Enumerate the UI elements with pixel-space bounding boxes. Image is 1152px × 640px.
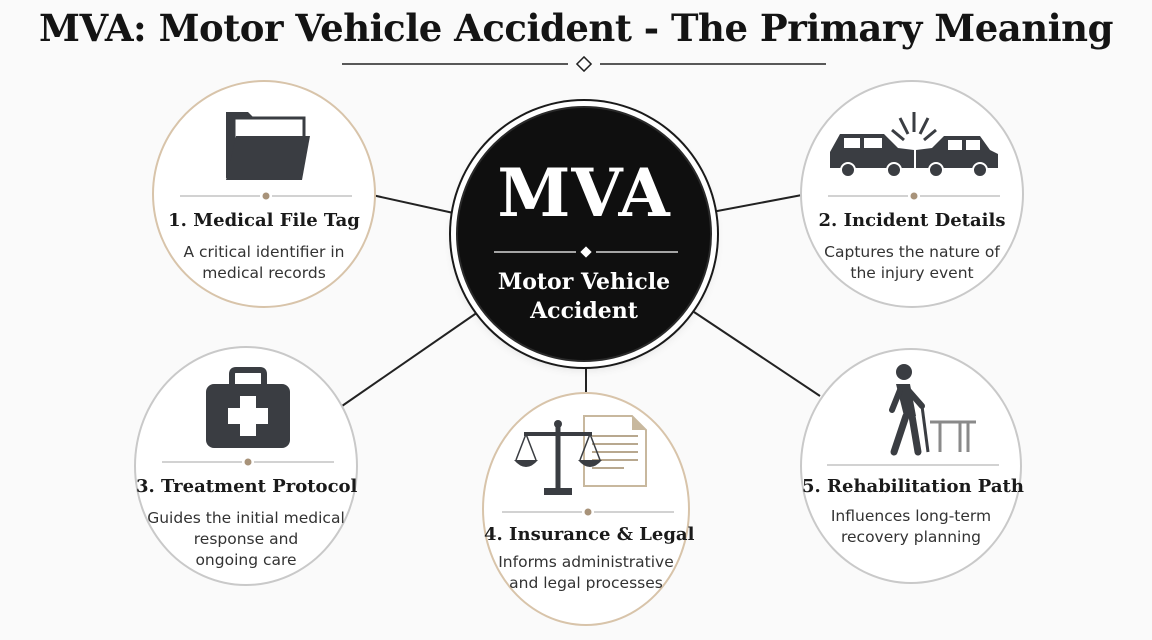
- first-aid-kit-icon: [206, 367, 290, 448]
- node-description: Captures the nature of the injury event: [824, 243, 1000, 282]
- node-medical-file-tag: 1. Medical File Tag A critical identifie…: [152, 80, 376, 308]
- node-title: 1. Medical File Tag: [168, 210, 360, 231]
- node-incident-details: 2. Incident Details Captures the nature …: [800, 80, 1024, 308]
- hub-subtitle-line-2: Accident: [530, 298, 638, 324]
- node-divider: [502, 508, 674, 516]
- connector-node-5: [693, 311, 821, 397]
- scales-document-icon: [514, 415, 647, 495]
- hub-divider: [494, 246, 678, 258]
- hub-circle: MVA Motor Vehicle Accident: [456, 106, 712, 362]
- node-rehabilitation-path: 5. Rehabilitation Path Influences long-t…: [800, 348, 1024, 584]
- node-description: Guides the initial medical response and …: [147, 509, 345, 569]
- hub-acronym: MVA: [497, 154, 671, 232]
- node-treatment-protocol: 3. Treatment Protocol Guides the initial…: [134, 346, 358, 586]
- node-title: 3. Treatment Protocol: [136, 476, 358, 497]
- node-divider: [827, 464, 999, 466]
- node-divider: [180, 192, 352, 200]
- node-title: 2. Incident Details: [818, 210, 1006, 231]
- node-divider: [828, 192, 1000, 200]
- title-divider: [342, 56, 826, 72]
- node-description: A critical identifier in medical records: [183, 243, 345, 282]
- car-collision-icon: [830, 112, 998, 178]
- page-title: MVA: Motor Vehicle Accident - The Primar…: [39, 6, 1113, 50]
- connector-node-1: [371, 194, 459, 215]
- node-title: 4. Insurance & Legal: [484, 524, 695, 545]
- hub-subtitle-line-1: Motor Vehicle: [497, 269, 671, 295]
- node-divider: [162, 458, 334, 466]
- hub-subtitle: Motor Vehicle Accident: [458, 268, 710, 326]
- connector-node-2: [711, 194, 803, 213]
- node-description: Influences long-term recovery planning: [830, 507, 992, 546]
- node-title: 5. Rehabilitation Path: [802, 476, 1024, 497]
- node-description: Informs administrative and legal process…: [498, 553, 674, 592]
- connector-node-3: [341, 311, 479, 407]
- node-insurance-legal: 4. Insurance & Legal Informs administrat…: [482, 392, 695, 626]
- walking-cane-icon: [889, 364, 976, 456]
- folder-icon: [226, 112, 310, 180]
